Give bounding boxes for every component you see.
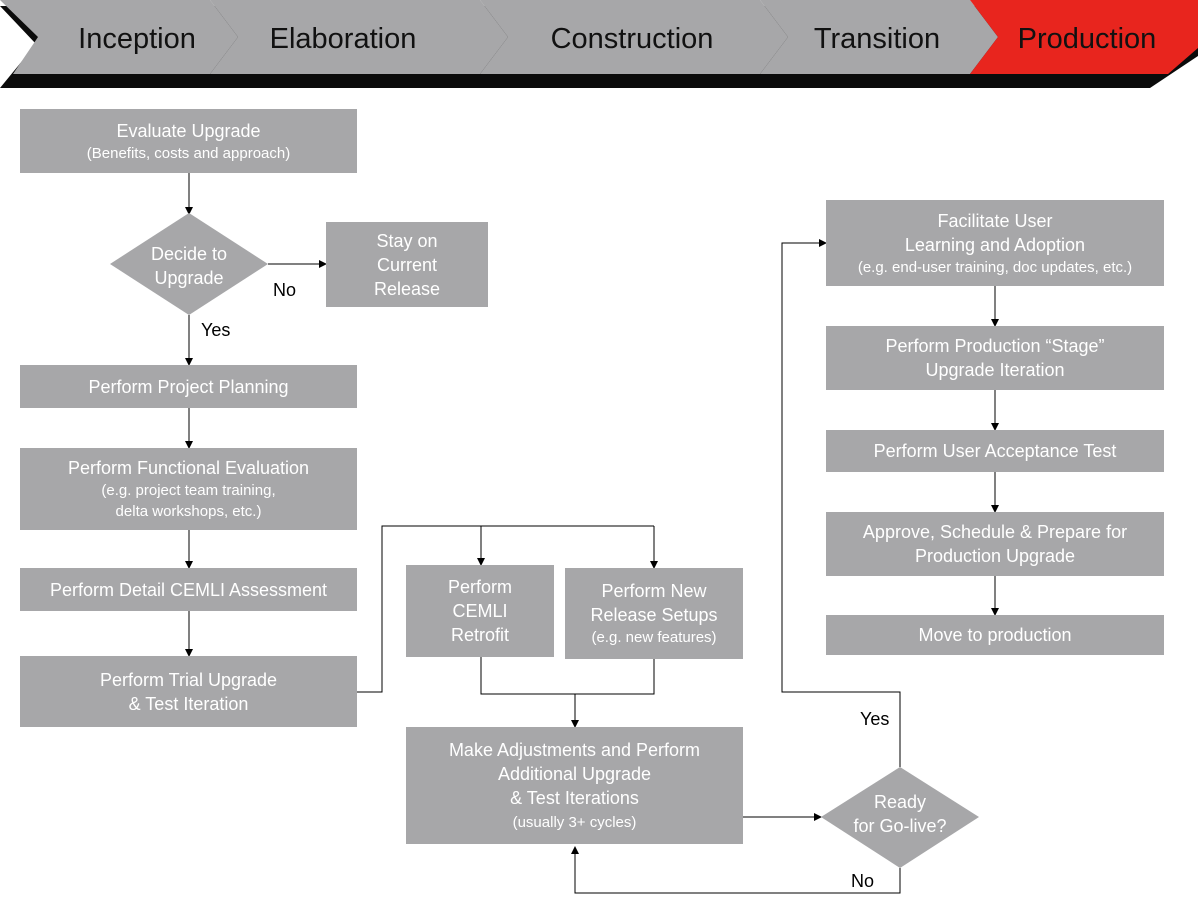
new-release-setups-box: Perform New Release Setups (e.g. new fea… <box>565 568 743 659</box>
setups-line1: Perform New <box>601 581 707 601</box>
decide-upgrade-line2: Upgrade <box>154 268 223 288</box>
connector-ready-yes <box>781 239 901 767</box>
retrofit-line3: Retrofit <box>450 625 510 645</box>
phase-label-construction: Construction <box>551 23 714 55</box>
label-yes-planning: Yes <box>201 320 231 340</box>
functional-evaluation-box: Perform Functional Evaluation (e.g. proj… <box>20 448 357 530</box>
connector-ready-no-loop <box>571 846 901 894</box>
phase-elaboration <box>210 0 508 74</box>
ready-golive-line2: for Go-live? <box>853 816 946 836</box>
connector-trial-branch <box>357 525 654 693</box>
cemli-assessment-title: Perform Detail CEMLI Assessment <box>49 579 328 600</box>
decide-upgrade-diamond <box>110 213 268 315</box>
phase-construction <box>480 0 788 74</box>
setups-sub: (e.g. new features) <box>591 629 717 646</box>
phase-bar: Inception Elaboration Construction Trans… <box>0 0 1198 88</box>
label-yes-golive: Yes <box>860 709 890 729</box>
phase-transition <box>760 0 998 74</box>
move-production-title: Move to production <box>918 625 1072 645</box>
phase-label-inception: Inception <box>78 23 196 55</box>
project-planning-box: Perform Project Planning <box>20 365 357 408</box>
stay-line1: Stay on <box>376 230 438 251</box>
retrofit-line2: CEMLI <box>452 601 508 621</box>
adjustments-box: Make Adjustments and Perform Additional … <box>406 727 743 844</box>
ready-golive-diamond <box>821 767 979 868</box>
stay-line3: Release <box>373 278 441 299</box>
stage-line1: Perform Production “Stage” <box>885 336 1105 356</box>
stage-line2: Upgrade Iteration <box>925 360 1065 380</box>
adjustments-line2: Additional Upgrade <box>497 764 652 784</box>
phase-production <box>970 0 1198 74</box>
evaluate-upgrade-sub: (Benefits, costs and approach) <box>86 144 291 162</box>
learning-line1: Facilitate User <box>937 210 1053 231</box>
trial-upgrade-line2: & Test Iteration <box>128 693 249 714</box>
user-acceptance-box: Perform User Acceptance Test <box>826 430 1164 472</box>
evaluate-upgrade-title: Evaluate Upgrade <box>116 120 261 141</box>
cemli-retrofit-box: Perform CEMLI Retrofit <box>406 565 554 657</box>
connector-retrofit-merge <box>480 657 655 695</box>
functional-evaluation-sub1: (e.g. project team training, <box>101 482 276 499</box>
phase-label-elaboration: Elaboration <box>270 23 417 55</box>
retrofit-line1: Perform <box>447 577 512 597</box>
learning-sub: (e.g. end-user training, doc updates, et… <box>857 258 1133 276</box>
label-no-golive: No <box>851 871 875 891</box>
stay-line2: Current <box>376 254 438 275</box>
phase-inception <box>0 0 238 74</box>
decide-upgrade-line1: Decide to <box>151 244 227 264</box>
functional-evaluation-sub2: delta workshops, etc.) <box>115 503 262 520</box>
approve-line1: Approve, Schedule & Prepare for <box>862 522 1128 542</box>
cemli-assessment-box: Perform Detail CEMLI Assessment <box>20 568 357 611</box>
setups-line2: Release Setups <box>590 605 718 625</box>
stage-iteration-box: Perform Production “Stage” Upgrade Itera… <box>826 326 1164 390</box>
adjustments-line1: Make Adjustments and Perform <box>448 740 701 760</box>
approve-schedule-box: Approve, Schedule & Prepare for Producti… <box>826 512 1164 576</box>
stay-current-release-box: Stay on Current Release <box>326 222 488 307</box>
label-no-stay: No <box>273 280 297 300</box>
evaluate-upgrade-box: Evaluate Upgrade (Benefits, costs and ap… <box>20 109 357 173</box>
functional-evaluation-title: Perform Functional Evaluation <box>67 458 310 478</box>
learning-line2: Learning and Adoption <box>904 234 1086 255</box>
adjustments-line3: & Test Iterations <box>510 788 639 808</box>
ready-golive-line1: Ready <box>874 792 926 812</box>
acceptance-title: Perform User Acceptance Test <box>873 441 1117 461</box>
user-learning-box: Facilitate User Learning and Adoption (e… <box>826 200 1164 286</box>
trial-upgrade-line1: Perform Trial Upgrade <box>99 669 278 690</box>
approve-line2: Production Upgrade <box>914 546 1076 566</box>
phase-label-production: Production <box>1018 23 1157 55</box>
move-production-box: Move to production <box>826 615 1164 655</box>
project-planning-title: Perform Project Planning <box>88 376 289 397</box>
adjustments-sub: (usually 3+ cycles) <box>512 814 637 831</box>
phase-label-transition: Transition <box>814 23 940 55</box>
trial-upgrade-box: Perform Trial Upgrade & Test Iteration <box>20 656 357 727</box>
